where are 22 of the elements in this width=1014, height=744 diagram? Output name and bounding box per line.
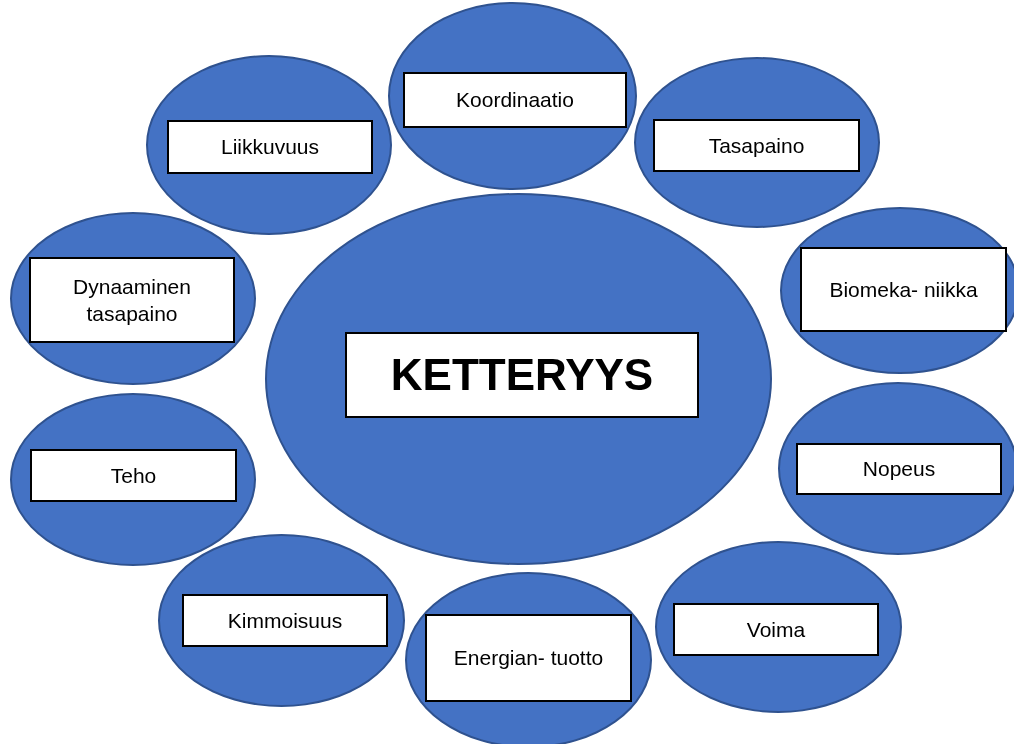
- label-box: [403, 72, 627, 128]
- node-text: Nopeus: [862, 456, 936, 483]
- node-text: Tasapaino: [708, 132, 805, 159]
- node-text: Kimmoisuus: [227, 607, 343, 634]
- node-text: Dynaaminen tasapaino: [72, 273, 192, 327]
- label-box: [167, 120, 373, 174]
- node-text: KETTERYYS: [390, 349, 654, 402]
- node-text: Energian- tuotto: [453, 645, 604, 672]
- label-box: [345, 332, 699, 418]
- label-box: [673, 603, 879, 656]
- label-box: [29, 257, 235, 343]
- node-text: Voima: [746, 616, 806, 643]
- node-text: Liikkuvuus: [220, 134, 320, 161]
- label-box: [800, 247, 1007, 332]
- label-box: [796, 443, 1002, 495]
- node-text: Biomeka- niikka: [829, 276, 978, 303]
- node-text: Teho: [110, 462, 157, 489]
- label-box: [182, 594, 388, 647]
- label-box: [30, 449, 237, 502]
- node-text: Koordinaatio: [456, 87, 574, 114]
- label-box: [425, 614, 632, 702]
- label-box: [653, 119, 860, 172]
